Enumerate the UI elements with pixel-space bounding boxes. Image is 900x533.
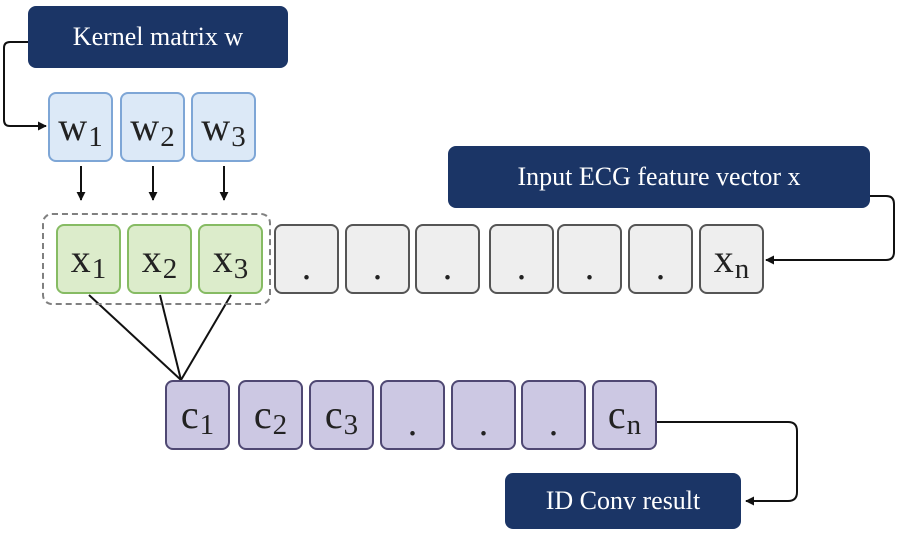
input-cell-subscript: n — [734, 252, 750, 285]
kernel-label-arrow — [3, 41, 47, 131]
output-cell-subscript: 1 — [199, 408, 215, 441]
kernel-cell-subscript: 3 — [231, 120, 246, 153]
output-cell-symbol: c — [180, 392, 199, 437]
input-cell: . — [415, 224, 480, 294]
kernel-cell-subscript: 2 — [160, 120, 175, 153]
output-cell-symbol: . — [407, 402, 418, 444]
output-cell-symbol: c — [253, 392, 272, 437]
input-cell: . — [628, 224, 693, 294]
input-cell: . — [489, 224, 554, 294]
output-cell-symbol: c — [607, 392, 626, 437]
input-cell-symbol: . — [372, 246, 383, 288]
input-cell-symbol: . — [655, 246, 666, 288]
output-cell-symbol: . — [478, 402, 489, 444]
kernel-cell-symbol: w — [58, 104, 88, 149]
output-cell-subscript: 3 — [343, 408, 359, 441]
x1-to-c1-line — [88, 294, 182, 381]
kernel-cell-subscript: 1 — [88, 120, 103, 153]
input-cell-symbol: . — [584, 246, 595, 288]
input-cell-symbol: . — [301, 246, 312, 288]
kernel-cell-symbol: w — [130, 104, 160, 149]
input-cell-subscript: 3 — [233, 252, 249, 285]
output-cell: . — [521, 380, 586, 450]
input-cell: . — [274, 224, 339, 294]
conv-result-label: ID Conv result — [505, 473, 741, 529]
kernel-cell-symbol: w — [201, 104, 231, 149]
input-cell-symbol: x — [713, 236, 734, 281]
input-cell-symbol: x — [141, 236, 162, 281]
output-cell-symbol: c — [324, 392, 343, 437]
input-cell-symbol: x — [212, 236, 233, 281]
input-cell-subscript: 2 — [162, 252, 178, 285]
x3-to-c1-line — [180, 294, 232, 381]
input-vector-label: Input ECG feature vector x — [448, 146, 870, 208]
input-cell-symbol: . — [516, 246, 527, 288]
input-cell: . — [557, 224, 622, 294]
input-cell-subscript: 1 — [91, 252, 107, 285]
x2-to-c1-line — [159, 294, 182, 381]
result-label-arrow — [657, 421, 798, 506]
input-label-arrow — [765, 195, 895, 265]
output-cell-symbol: . — [548, 402, 559, 444]
input-cell-symbol: . — [442, 246, 453, 288]
output-cell: . — [451, 380, 516, 450]
kernel-matrix-label: Kernel matrix w — [28, 6, 288, 68]
input-cell: . — [345, 224, 410, 294]
kernel-window — [42, 213, 271, 305]
output-cell-subscript: 2 — [272, 408, 288, 441]
input-cell-symbol: x — [70, 236, 91, 281]
output-cell-subscript: n — [626, 408, 642, 441]
output-cell: . — [380, 380, 445, 450]
